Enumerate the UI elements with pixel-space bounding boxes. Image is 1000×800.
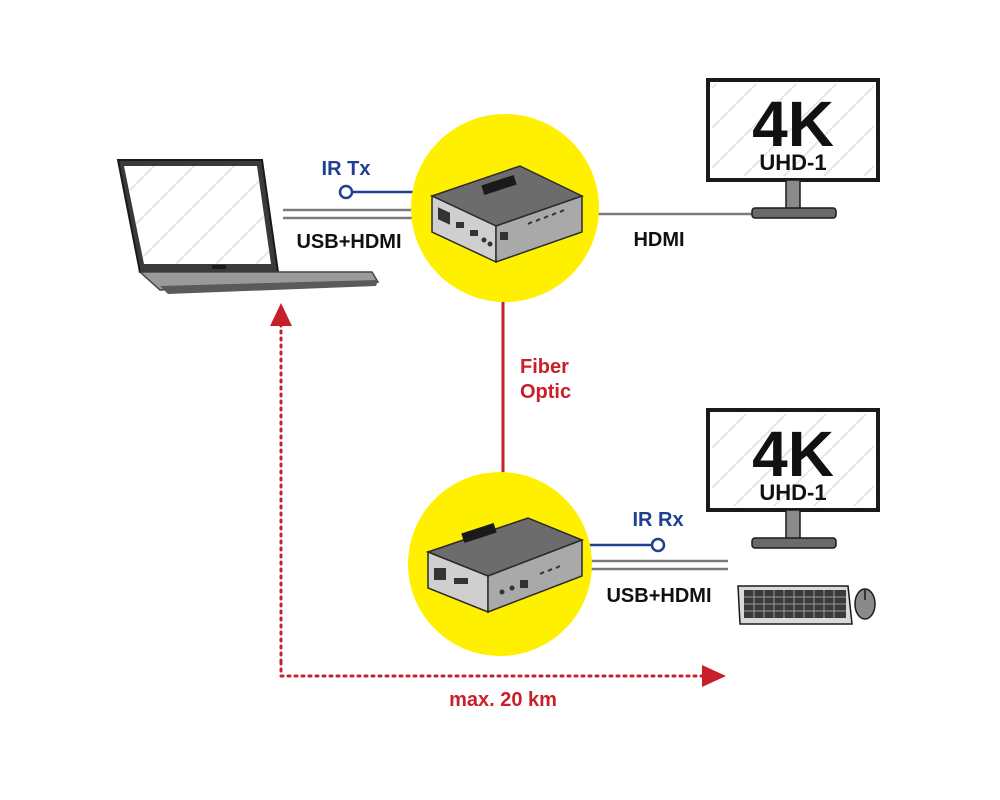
label-usb-hdmi-top: USB+HDMI <box>296 231 401 253</box>
distance-arrow <box>270 303 726 687</box>
label-fiber: Fiber <box>520 356 569 378</box>
label-ir-rx: IR Rx <box>632 509 683 531</box>
ir-rx-cable <box>588 537 666 553</box>
ir-tx-cable <box>338 184 420 200</box>
label-distance: max. 20 km <box>449 689 557 711</box>
label-ir-tx: IR Tx <box>322 158 371 180</box>
brand-logo <box>481 174 517 196</box>
laptop <box>116 159 380 294</box>
monitor-bottom-4k: 4K <box>752 418 834 490</box>
monitor-top-uhd: UHD-1 <box>759 150 826 175</box>
keyboard <box>737 585 853 625</box>
monitor-top: 4K UHD-1 <box>706 78 880 219</box>
usb-hdmi-cable-bottom <box>588 559 728 571</box>
monitor-top-4k: 4K <box>752 88 834 160</box>
monitor-bottom-uhd: UHD-1 <box>759 480 826 505</box>
brand-logo <box>461 522 497 544</box>
monitor-bottom: 4K UHD-1 <box>706 408 880 549</box>
usb-hdmi-cable-top <box>283 208 420 220</box>
receiver-unit <box>408 472 592 656</box>
label-usb-hdmi-bottom: USB+HDMI <box>606 585 711 607</box>
label-hdmi: HDMI <box>633 229 684 251</box>
transmitter-unit <box>411 114 599 302</box>
label-optic: Optic <box>520 381 571 403</box>
mouse <box>854 588 876 620</box>
